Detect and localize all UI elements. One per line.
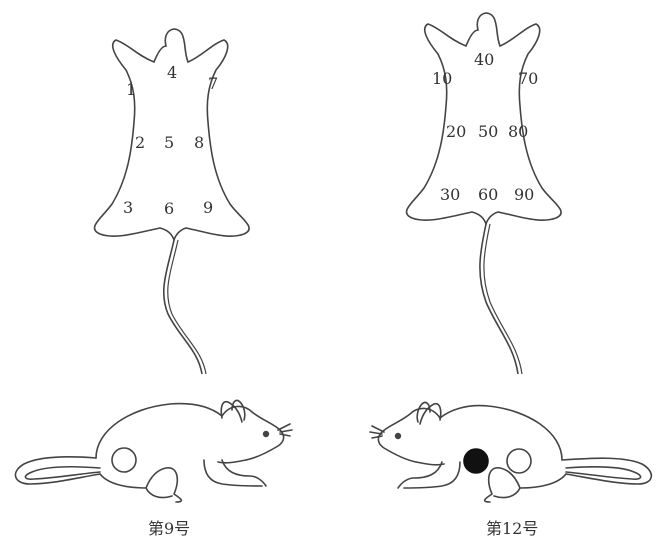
caption-rat-no-9: 第9号 xyxy=(148,519,190,538)
left-pelt-number-7: 7 xyxy=(208,74,218,93)
right-pelt-number-30: 30 xyxy=(440,185,460,204)
left-pelt-number-8: 8 xyxy=(194,133,204,152)
right-pelt-number-60: 60 xyxy=(478,185,498,204)
right-pelt-tail-inner xyxy=(484,224,522,374)
rat-no-9-tail xyxy=(15,457,100,484)
rat-no-12-tail-inner xyxy=(566,467,641,479)
left-pelt-tail-inner xyxy=(168,240,206,374)
rat-no-12-belly xyxy=(494,474,566,498)
right-pelt-number-50: 50 xyxy=(478,122,498,141)
left-pelt-number-1: 1 xyxy=(126,80,136,99)
rat-no-9-belly xyxy=(100,474,172,498)
left-pelt-number-5: 5 xyxy=(164,133,174,152)
rat-no-12-mark-empty xyxy=(507,449,531,473)
rat-no-12-eye xyxy=(396,434,401,439)
left-pelt-number-2: 2 xyxy=(135,133,145,152)
rat-no-9-front-leg-2 xyxy=(222,460,266,486)
rat-no-12-chin xyxy=(416,462,444,465)
right-pelt: 40 10 70 20 50 80 30 60 90 xyxy=(407,13,562,374)
rat-no-12-mark-filled xyxy=(464,449,488,473)
rat-no-9-eye xyxy=(264,432,269,437)
rat-no-9-ear-front xyxy=(232,400,245,420)
left-pelt: 4 1 7 2 5 8 3 6 9 xyxy=(95,29,250,374)
rat-no-12-tail xyxy=(562,458,651,484)
rat-no-9-back xyxy=(96,404,222,458)
rat-no-9-tail-inner xyxy=(25,467,100,479)
rat-no-12 xyxy=(370,402,651,502)
rat-no-12-back xyxy=(440,406,562,460)
right-pelt-number-90: 90 xyxy=(514,185,534,204)
left-pelt-number-3: 3 xyxy=(123,198,133,217)
caption-rat-no-12: 第12号 xyxy=(486,519,538,538)
right-pelt-number-10: 10 xyxy=(432,69,452,88)
left-pelt-number-4: 4 xyxy=(167,63,177,82)
right-pelt-number-80: 80 xyxy=(508,122,528,141)
rat-no-9-mark-empty xyxy=(112,448,136,472)
left-pelt-number-9: 9 xyxy=(203,198,213,217)
rat-no-12-ear-front xyxy=(417,402,430,422)
right-pelt-number-20: 20 xyxy=(446,122,466,141)
rat-no-9 xyxy=(15,400,292,502)
rat-no-12-head xyxy=(378,408,440,462)
rat-no-12-front-leg-2 xyxy=(398,462,442,488)
left-pelt-number-6: 6 xyxy=(164,199,174,218)
rat-no-9-head xyxy=(222,406,284,460)
right-pelt-number-40: 40 xyxy=(474,50,494,69)
right-pelt-number-70: 70 xyxy=(518,69,538,88)
